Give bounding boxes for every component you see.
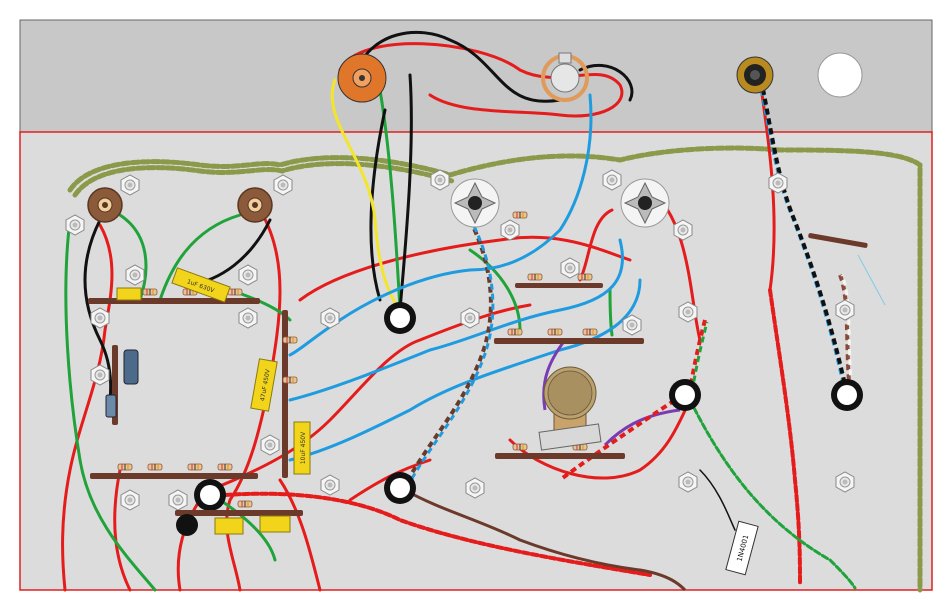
tube-socket-icon	[88, 188, 122, 222]
jack-icon	[737, 57, 773, 93]
tube-socket-icon	[451, 179, 499, 227]
cap-right-label: 10uF 450V	[300, 431, 307, 464]
tube-socket-icon	[621, 179, 669, 227]
grommet-icon	[669, 379, 701, 411]
input-jack-icon	[338, 54, 386, 102]
grommet-icon	[194, 479, 226, 511]
cap-small	[117, 288, 141, 300]
cap-bottom-2	[260, 516, 290, 532]
grommet-icon	[384, 302, 416, 334]
cap-bottom-1	[215, 518, 243, 534]
tube-socket-icon	[238, 188, 272, 222]
choke-icon	[176, 514, 198, 536]
cap-right: 10uF 450V	[294, 422, 310, 474]
top-panel	[20, 20, 932, 132]
grommet-icon	[384, 472, 416, 504]
power-switch-hole	[818, 53, 862, 97]
grommet-icon	[831, 379, 863, 411]
